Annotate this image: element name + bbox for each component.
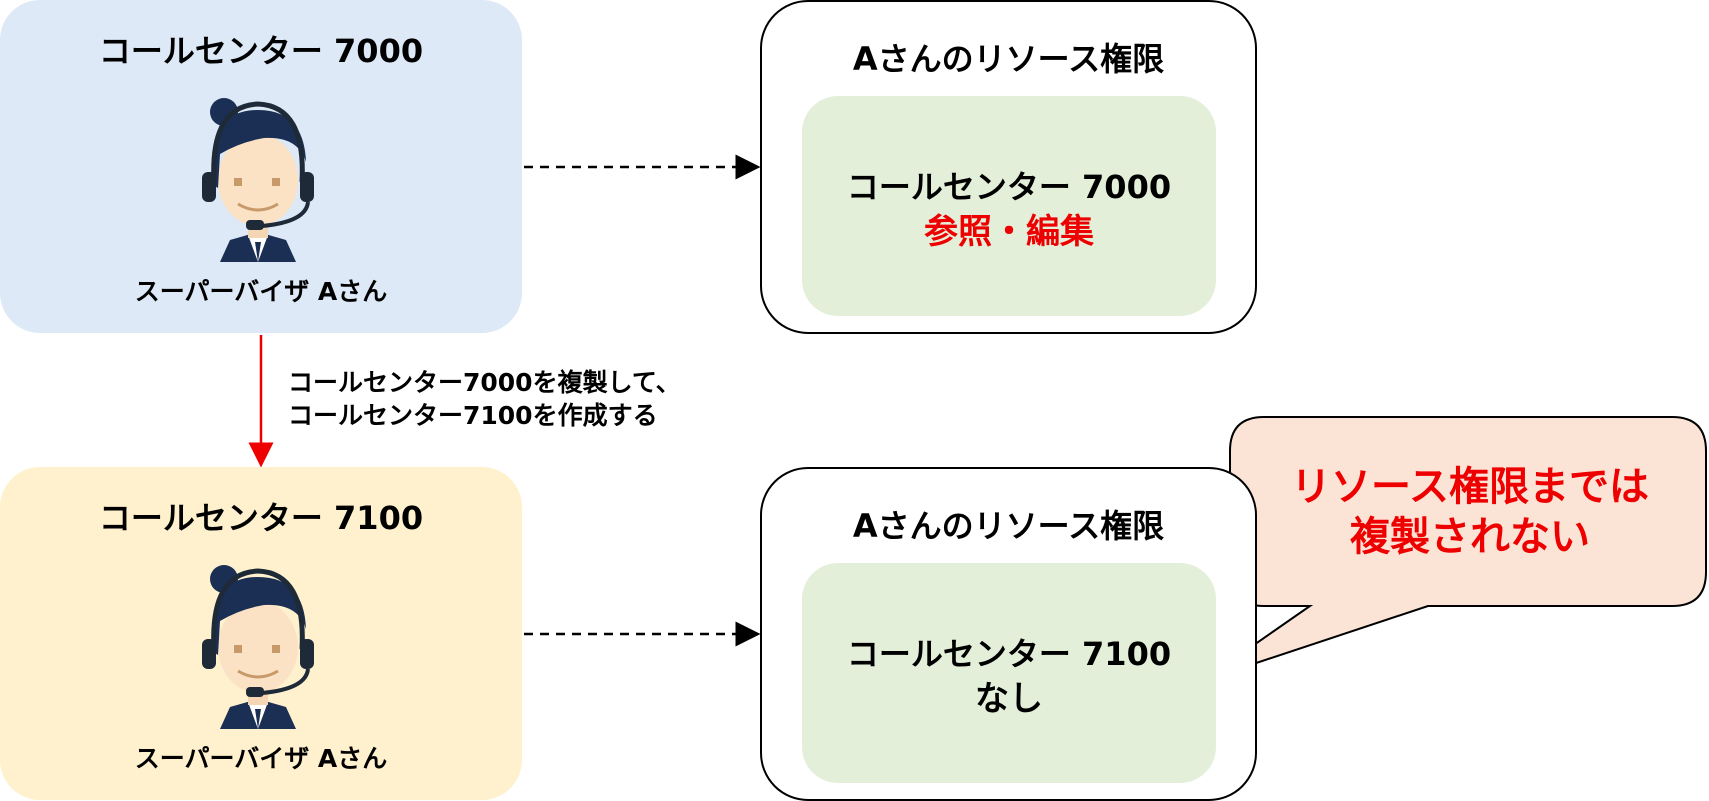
resource-center-name: コールセンター 7100 [846,635,1172,673]
call-center-7000-box: コールセンター 7000 スーパーバイザ Aさん [0,0,522,333]
resource-center-name: コールセンター 7000 [846,168,1172,206]
operator-headset-icon [202,565,314,729]
supervisor-label: スーパーバイザ Aさん [134,744,388,773]
resource-permission-value: なし [975,679,1043,719]
resource-panel-title: Aさんのリソース権限 [852,40,1165,78]
resource-panel-7100: Aさんのリソース権限 コールセンター 7100 なし [760,467,1257,801]
callout-line2: 複製されない [1350,514,1590,560]
copy-note-line2: コールセンター7100を作成する [288,401,658,430]
resource-permission-value: 参照・編集 [924,212,1094,252]
call-center-title: コールセンター 7000 [98,32,424,70]
resource-permission-box: コールセンター 7000 参照・編集 [802,96,1216,316]
resource-panel-7000: Aさんのリソース権限 コールセンター 7000 参照・編集 [760,0,1257,334]
supervisor-label: スーパーバイザ Aさん [134,277,388,306]
call-center-title: コールセンター 7100 [98,499,424,537]
call-center-7100-box: コールセンター 7100 スーパーバイザ Aさん [0,467,522,800]
callout-line1: リソース権限までは [1291,464,1649,510]
copy-note: コールセンター7000を複製して、 コールセンター7100を作成する [288,366,681,432]
copy-note-line1: コールセンター7000を複製して、 [288,368,681,397]
resource-panel-title: Aさんのリソース権限 [852,507,1165,545]
resource-permission-box: コールセンター 7100 なし [802,563,1216,783]
callout-message: リソース権限までは 複製されない [1232,462,1708,562]
operator-headset-icon [202,98,314,262]
